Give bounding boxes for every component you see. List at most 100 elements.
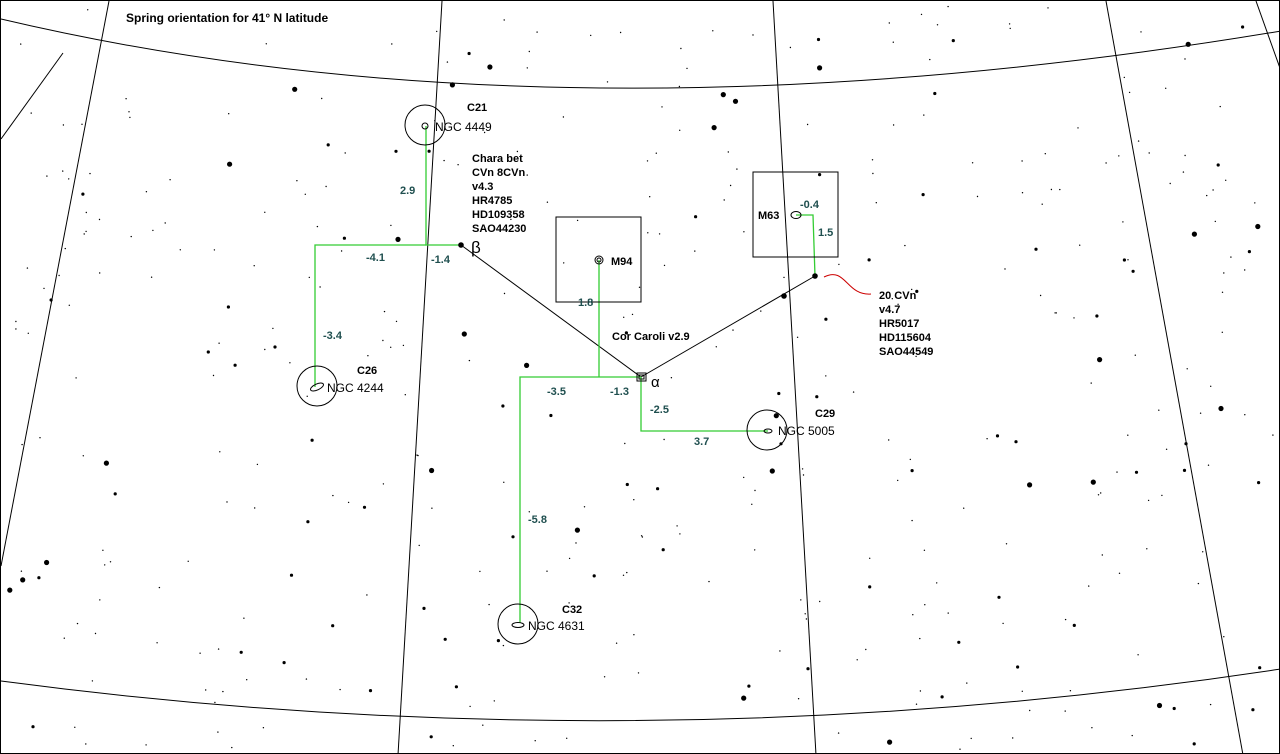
star — [272, 327, 274, 330]
beta-info-line: v4.3 — [472, 181, 493, 193]
alpha-symbol: α — [651, 374, 660, 391]
star — [920, 13, 923, 16]
star — [308, 276, 310, 279]
distance-label: -3.4 — [323, 330, 343, 342]
star — [429, 735, 433, 739]
star — [1072, 623, 1076, 628]
star — [919, 690, 922, 692]
star — [875, 202, 877, 204]
star — [130, 235, 132, 238]
alpha-star-marker-inner — [638, 374, 645, 380]
ra-line-5 — [1255, 1, 1279, 67]
star — [265, 43, 267, 45]
galaxy-icon — [594, 255, 604, 265]
star — [15, 320, 17, 323]
beta-info-line: SAO44230 — [472, 223, 526, 235]
star — [1244, 269, 1246, 271]
distance-label: -1.3 — [610, 386, 629, 398]
star — [74, 726, 76, 728]
star — [915, 355, 917, 358]
star — [663, 264, 666, 267]
star — [331, 624, 335, 628]
star — [797, 698, 800, 700]
star — [680, 47, 682, 50]
star — [1064, 710, 1066, 712]
beta-info-line: HR4785 — [472, 195, 512, 207]
star — [986, 438, 988, 440]
star — [1002, 622, 1004, 625]
star — [461, 331, 467, 337]
20cvn-info-line: HR5017 — [879, 318, 919, 330]
alpha-label: Cor Caroli v2.9 — [612, 331, 690, 343]
star — [947, 612, 949, 614]
star — [1225, 179, 1227, 181]
star — [655, 152, 657, 154]
star — [1050, 188, 1053, 191]
star — [104, 564, 106, 566]
star — [1223, 272, 1225, 274]
star — [891, 298, 893, 300]
star — [99, 272, 101, 274]
star — [1021, 192, 1024, 194]
star — [390, 224, 392, 227]
star — [233, 363, 237, 367]
star — [789, 46, 792, 49]
star — [326, 143, 330, 147]
path-c26 — [314, 244, 426, 387]
star — [686, 67, 688, 70]
c26-catalog-label: C26 — [357, 365, 377, 377]
chart-title: Spring orientation for 41° N latitude — [126, 11, 328, 25]
star — [206, 350, 210, 354]
star — [819, 600, 821, 603]
star — [113, 492, 117, 496]
star — [1127, 434, 1129, 436]
star — [897, 479, 899, 482]
star — [214, 701, 216, 704]
star — [46, 175, 48, 177]
star — [1034, 247, 1038, 251]
beta-symbol: β — [471, 238, 481, 257]
star — [800, 599, 802, 601]
star — [366, 594, 368, 596]
star — [1090, 382, 1092, 384]
star — [394, 149, 398, 153]
star — [1169, 182, 1171, 185]
star — [431, 507, 433, 509]
star — [1047, 7, 1049, 9]
distance-label: -5.8 — [528, 514, 547, 526]
star — [1158, 409, 1160, 411]
star — [395, 236, 401, 242]
star — [754, 489, 756, 492]
star — [289, 573, 294, 577]
star — [81, 192, 85, 196]
star — [640, 535, 643, 537]
star — [503, 292, 506, 295]
star — [1184, 442, 1188, 446]
star — [805, 618, 808, 620]
star — [39, 437, 41, 439]
star — [217, 648, 220, 650]
star — [505, 229, 508, 231]
star-hop-paths — [314, 126, 816, 623]
star — [43, 287, 45, 290]
star — [1054, 312, 1056, 314]
star — [310, 438, 314, 442]
alpha-20cvn-line — [640, 275, 816, 378]
star — [865, 648, 867, 651]
star — [1097, 357, 1103, 363]
galaxy-icon — [763, 428, 773, 434]
star — [1101, 554, 1104, 556]
star — [1123, 76, 1126, 79]
20cvn-info: 20 CVn v4.7 HR5017 HD115604 SAO44549 — [879, 290, 933, 358]
star — [68, 304, 71, 306]
star — [1199, 412, 1202, 414]
star — [15, 328, 17, 330]
star — [694, 250, 696, 252]
star — [729, 184, 732, 187]
galaxy-icon — [421, 122, 429, 130]
star — [911, 288, 913, 291]
star — [199, 652, 201, 654]
star — [452, 745, 454, 747]
distance-label: -3.5 — [547, 386, 566, 398]
star — [20, 43, 22, 45]
